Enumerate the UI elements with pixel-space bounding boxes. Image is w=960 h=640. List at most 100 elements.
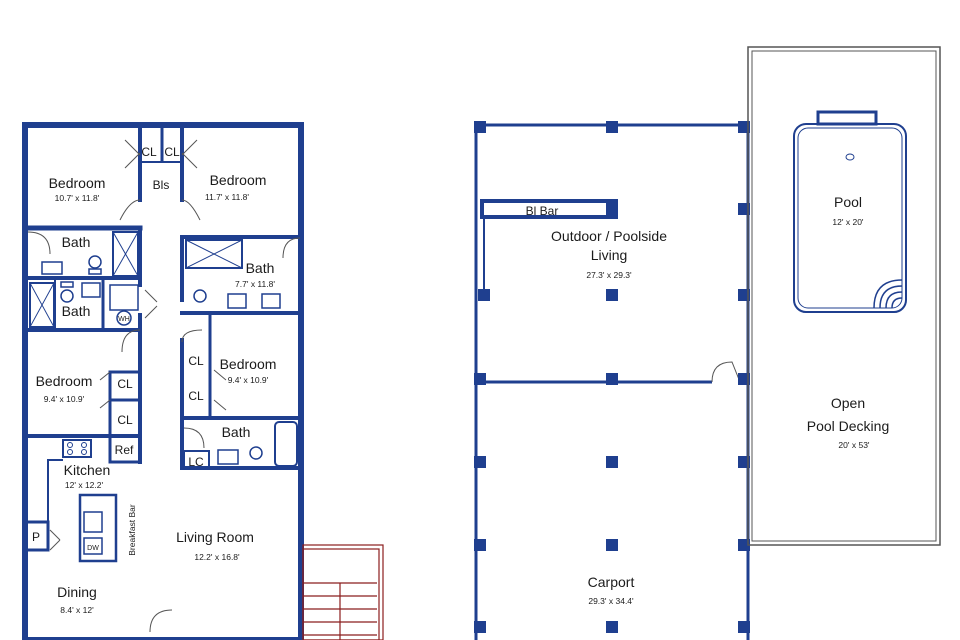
burner-icon <box>81 449 87 455</box>
linen-closet-box <box>183 450 210 469</box>
pool-skimmer <box>816 110 878 126</box>
doors <box>27 139 301 633</box>
room-name: Bedroom <box>220 356 277 372</box>
built-ins-label: Bls <box>153 178 170 192</box>
fridge-label: Ref <box>115 443 134 457</box>
door-swing <box>282 237 301 259</box>
exterior-stairs <box>302 544 384 640</box>
toilet-icon <box>60 289 74 303</box>
room-dims: 12.2' x 16.8' <box>194 552 240 562</box>
carport-dims: 29.3' x 34.4' <box>588 596 634 606</box>
door-swing <box>27 231 51 255</box>
pool-area <box>747 46 941 546</box>
shower-icon <box>29 282 55 328</box>
pool-label: Pool <box>834 194 862 210</box>
room-dims: 9.4' x 10.9' <box>228 375 269 385</box>
room-dims: 12' x 12.2' <box>65 480 104 490</box>
door-swing <box>124 139 141 169</box>
toilet-icon <box>249 446 263 460</box>
closet-label: CL <box>164 145 180 159</box>
closet-label: CL <box>117 377 133 391</box>
outdoor-living-dims: 27.3' x 29.3' <box>586 270 632 280</box>
sink-icon <box>83 511 103 533</box>
toilet-icon <box>193 289 207 303</box>
pool-deck-outline <box>747 46 941 546</box>
stove-icon <box>62 439 92 458</box>
closet-label: CL <box>141 145 157 159</box>
room-name: Bath <box>62 303 91 319</box>
bar-label: Bl Bar <box>526 204 559 218</box>
room-dims: 8.4' x 12' <box>60 605 94 615</box>
carport-label: Carport <box>588 574 635 590</box>
door-swing <box>213 369 227 411</box>
door-swing <box>183 427 205 449</box>
pool-deck-outline <box>751 50 937 542</box>
closet-label: CL <box>188 389 204 403</box>
toilet-icon <box>88 255 102 269</box>
room-name: Bath <box>246 260 275 276</box>
burner-icon <box>81 442 87 448</box>
room-dims: 7.7' x 11.8' <box>235 279 275 289</box>
burner-icon <box>67 449 73 455</box>
linen-closet-label: LC <box>188 455 204 469</box>
room-dims: 11.7' x 11.8' <box>205 192 249 202</box>
closet-label: CL <box>117 413 133 427</box>
room-name: Bath <box>62 234 91 250</box>
water-heater-label: WH <box>118 316 130 323</box>
room-name: Living Room <box>176 529 254 545</box>
door-swing <box>711 361 741 383</box>
room-name: Dining <box>57 584 97 600</box>
room-name: Kitchen <box>64 462 111 478</box>
burner-icon <box>67 442 73 448</box>
outdoor-living-label: Outdoor / Poolside <box>551 228 667 244</box>
sink-icon <box>227 293 247 309</box>
outdoor-living-label: Living <box>591 247 628 263</box>
toilet-icon <box>88 268 102 275</box>
labels: Bedroom 10.7' x 11.8' Bedroom 11.7' x 11… <box>32 145 889 615</box>
laundry-icon <box>109 284 139 311</box>
pool-steps-icon <box>873 279 903 309</box>
shower-icon <box>29 282 55 328</box>
pool-dims: 12' x 20' <box>832 217 864 227</box>
dishwasher-icon <box>83 537 103 555</box>
shower-icon <box>112 231 139 277</box>
room-name: Bedroom <box>210 172 267 188</box>
door-swing <box>149 609 173 633</box>
shower-icon <box>112 231 139 277</box>
closet-label: CL <box>188 354 204 368</box>
room-name: Bedroom <box>36 373 93 389</box>
pool-decking-dims: 20' x 53' <box>838 440 870 450</box>
sink-icon <box>41 261 63 275</box>
pool-light-icon <box>845 153 855 161</box>
water-heater-icon <box>116 310 132 326</box>
door-swing <box>181 199 201 221</box>
kitchen-counter <box>47 459 63 523</box>
main-unit <box>22 122 304 640</box>
pantry-box <box>23 520 50 552</box>
sink-icon <box>217 449 239 465</box>
door-swing <box>119 199 141 221</box>
dishwasher-label: DW <box>87 545 99 552</box>
bathtub-icon <box>274 421 298 467</box>
door-swing <box>99 371 111 409</box>
door-swing <box>181 329 203 343</box>
door-swing <box>49 529 61 551</box>
room-name: Bedroom <box>49 175 106 191</box>
columns <box>474 121 750 633</box>
room-name: Bath <box>222 424 251 440</box>
sink-icon <box>81 282 101 298</box>
kitchen-island <box>78 493 118 563</box>
door-swing <box>121 329 141 353</box>
room-dims: 9.4' x 10.9' <box>44 394 85 404</box>
fridge-box <box>108 434 142 464</box>
pool-decking-label: Open <box>831 395 865 411</box>
door-swing <box>181 139 198 169</box>
door-swing <box>144 289 158 319</box>
breakfast-bar-label: Breakfast Bar <box>127 504 137 556</box>
shower-icon <box>185 239 243 269</box>
room-dims: 10.7' x 11.8' <box>55 193 100 203</box>
toilet-icon <box>60 281 74 288</box>
shower-icon <box>185 239 243 269</box>
pool-decking-label: Pool Decking <box>807 418 890 434</box>
